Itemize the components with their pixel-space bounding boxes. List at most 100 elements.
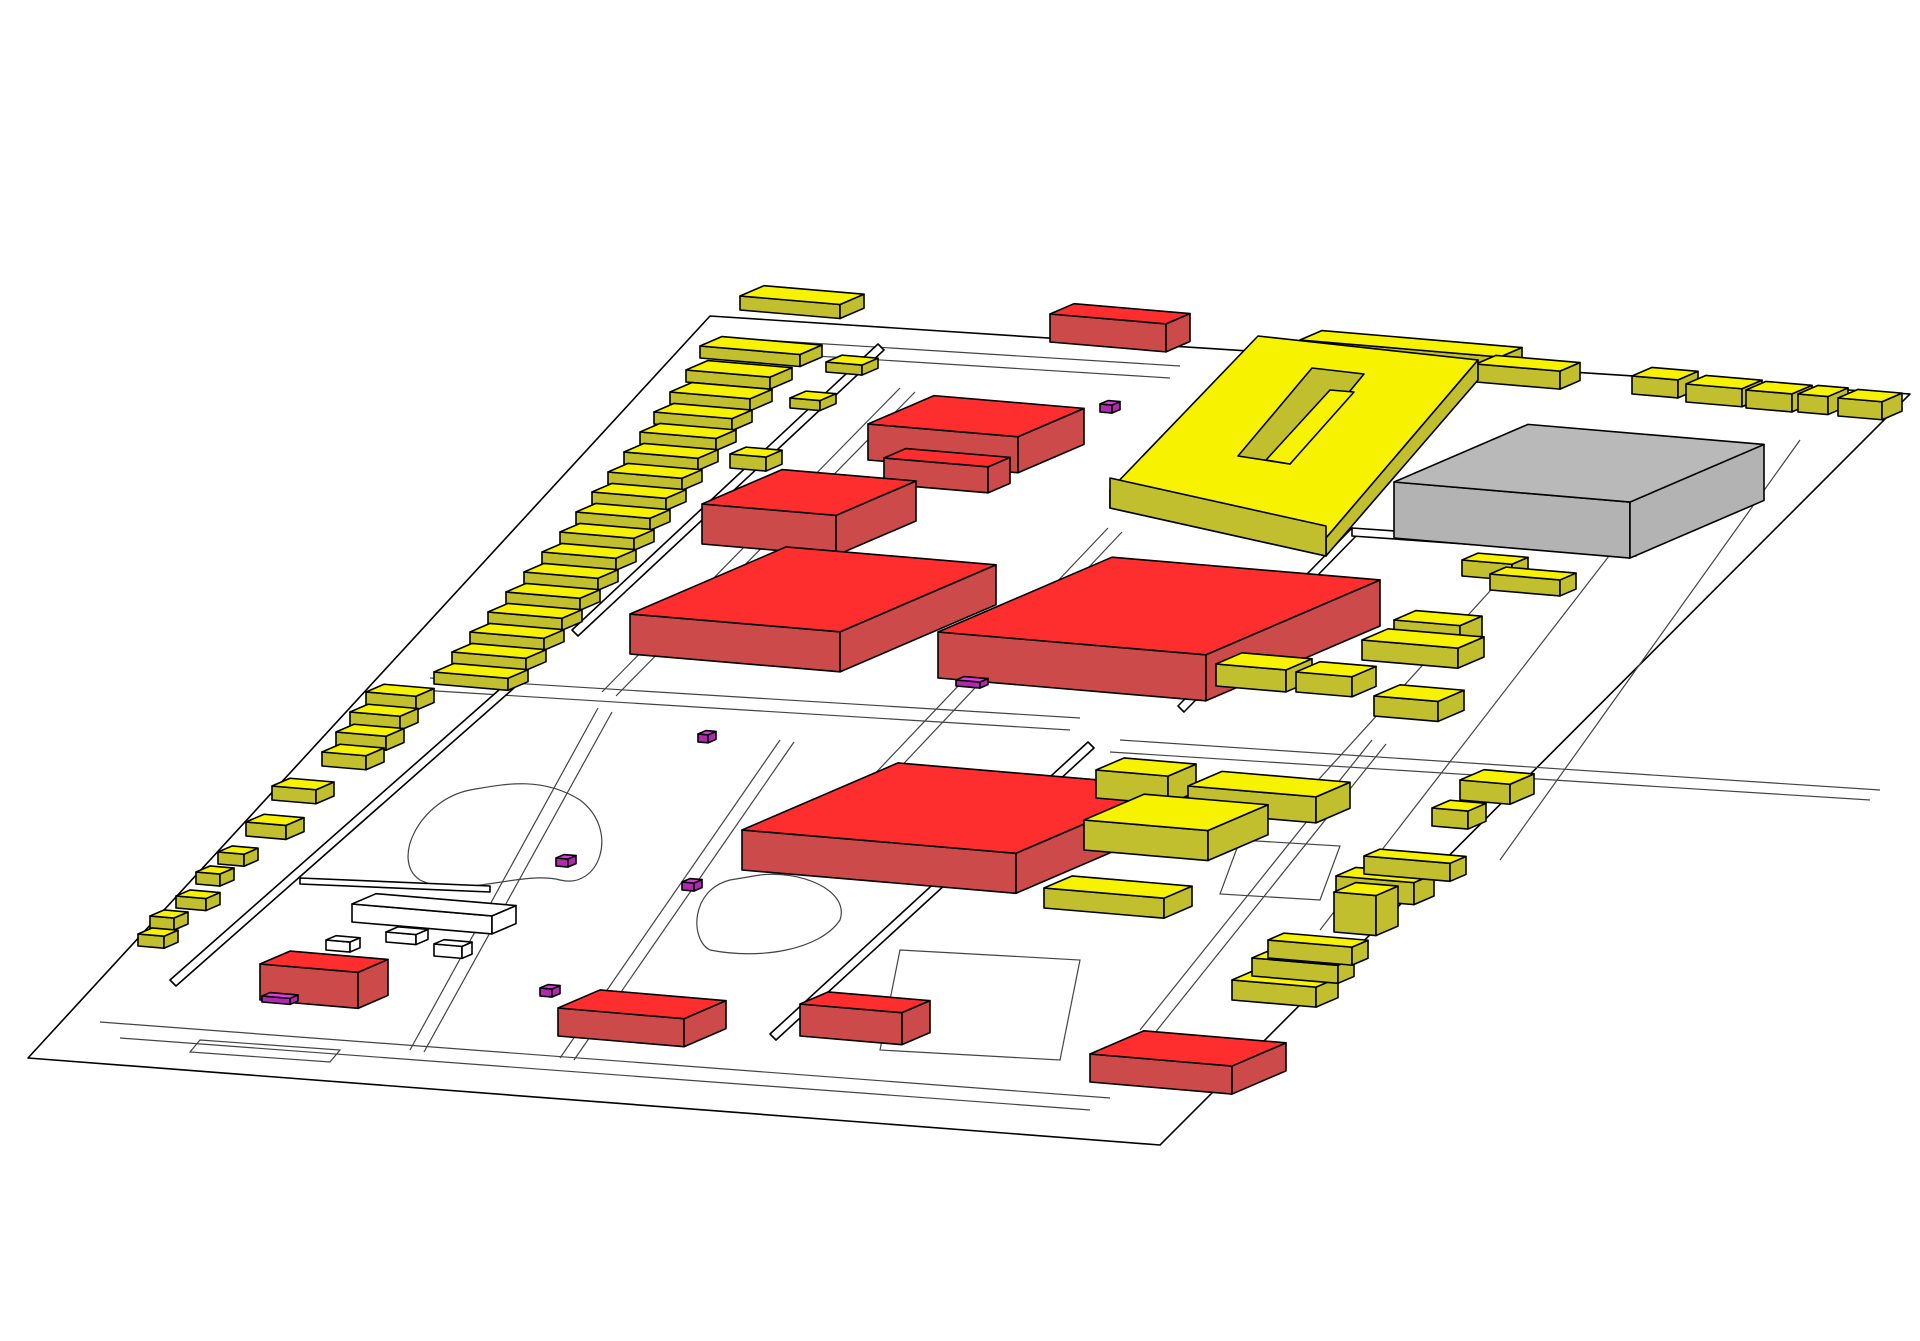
parking-loop: [188, 1039, 342, 1063]
white-building: [351, 892, 517, 935]
yellow-building-top: [541, 542, 637, 560]
yellow-building-top: [505, 582, 601, 600]
yellow-building-top: [149, 909, 189, 919]
white-building-top: [385, 926, 429, 936]
yellow-building-top: [1797, 384, 1849, 398]
magenta-building: [555, 853, 577, 868]
yellow-building-top: [1459, 768, 1535, 786]
yellow-building: [1267, 932, 1369, 966]
yellow-building-top: [1373, 684, 1465, 703]
red-building-top: [701, 468, 917, 517]
yellow-building-top: [607, 462, 703, 480]
red-building-top: [883, 447, 1011, 468]
yellow-building: [541, 542, 637, 572]
red-building-top: [937, 556, 1381, 656]
yellow-building-top: [1475, 354, 1581, 372]
yellow-building-top: [469, 622, 565, 640]
yellow-building: [1043, 875, 1193, 920]
yellow-building: [1475, 354, 1581, 390]
white-shed: [299, 877, 491, 893]
magenta-building-top: [1099, 399, 1121, 406]
yellow-building-top: [653, 402, 753, 420]
yellow-building-top: [1685, 374, 1763, 390]
magenta-building: [681, 877, 703, 892]
yellow-building: [825, 354, 879, 376]
magenta-building: [1099, 399, 1121, 414]
magenta-building-top: [697, 729, 717, 736]
magenta-building-top: [539, 983, 561, 990]
yellow-building-top: [321, 743, 385, 757]
yellow-building-top: [433, 662, 529, 680]
red-building-top: [799, 991, 931, 1014]
yellow-building-top: [825, 354, 879, 366]
yellow-building: [433, 662, 529, 692]
yellow-building: [1363, 848, 1467, 883]
road-line: [429, 677, 1081, 719]
red-building-top: [629, 546, 997, 633]
yellow-building-top: [1461, 552, 1529, 566]
yellow-building-top: [1267, 932, 1369, 948]
red-building: [799, 991, 931, 1046]
yellow-building: [271, 777, 335, 805]
yellow-building: [1489, 566, 1577, 597]
yellow-building: [245, 813, 305, 841]
yellow-building-top: [1095, 757, 1197, 777]
yellow-building-top: [1295, 660, 1377, 678]
yellow-building-top: [1631, 366, 1699, 381]
yellow-building-top: [559, 522, 655, 540]
yellow-building: [729, 446, 783, 472]
red-building: [1089, 1029, 1287, 1095]
yellow-building-top: [699, 335, 823, 356]
road-line: [423, 711, 613, 1053]
yellow-building-top: [195, 865, 235, 875]
yellow-building: [1373, 684, 1465, 723]
parking-loop: [1219, 839, 1341, 901]
yellow-building: [699, 335, 823, 368]
white-shed: [571, 343, 885, 637]
yellow-building: [487, 602, 583, 632]
yellow-building: [1333, 881, 1399, 937]
yellow-building-top: [175, 889, 221, 900]
yellow-building-top: [1299, 329, 1523, 358]
road-line: [99, 1021, 1111, 1099]
yellow-building-top: [1187, 770, 1351, 798]
yellow-building: [1837, 388, 1903, 421]
red-building: [557, 989, 727, 1048]
red-building-top: [1089, 1029, 1287, 1067]
white-building: [385, 926, 429, 946]
yellow-building-front: [1797, 393, 1829, 416]
parking-loop: [407, 783, 603, 888]
yellow-building-top: [217, 845, 259, 856]
red-building-top: [867, 394, 1085, 438]
red-building-top: [259, 950, 389, 974]
magenta-building-top: [261, 991, 299, 1000]
magenta-building-top: [955, 675, 989, 683]
yellow-building-top: [623, 442, 719, 460]
yellow-building: [739, 284, 865, 320]
yellow-building-top: [349, 703, 419, 718]
red-building: [1049, 302, 1191, 353]
yellow-building-top: [729, 446, 783, 458]
road-line: [409, 707, 599, 1051]
yellow-building-top: [1745, 380, 1813, 395]
yellow-building-top: [591, 482, 687, 500]
yellow-building-top: [1083, 793, 1269, 832]
courtyard-building: [1109, 335, 1479, 557]
yellow-building: [365, 683, 435, 712]
courtyard-building-front-wall: [1109, 477, 1327, 557]
yellow-building: [591, 482, 687, 512]
yellow-building-top: [1393, 609, 1483, 627]
road-line: [119, 1037, 1091, 1111]
yellow-building: [1459, 768, 1535, 806]
red-building-top: [1049, 302, 1191, 325]
yellow-building-top: [271, 777, 335, 791]
magenta-building: [261, 991, 299, 1006]
road-line: [729, 337, 1181, 367]
yellow-building: [623, 442, 719, 472]
red-building-top: [557, 989, 727, 1020]
yellow-building-top: [245, 813, 305, 827]
gray-building-top: [1393, 423, 1765, 503]
yellow-building: [195, 865, 235, 887]
